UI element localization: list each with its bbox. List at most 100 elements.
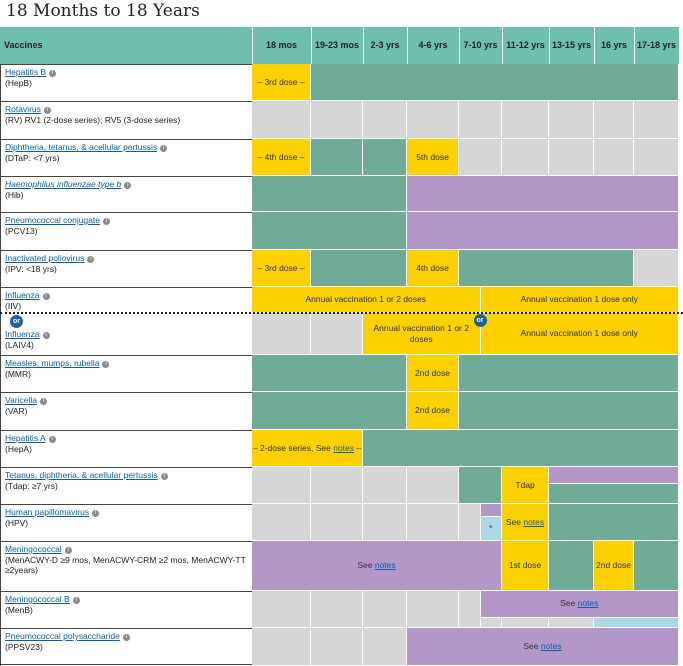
info-icon[interactable]: i [102, 361, 110, 368]
cell-label: See [505, 516, 521, 527]
row-divider [0, 139, 252, 140]
schedule-cell [549, 541, 594, 591]
notes-link[interactable]: notes [523, 516, 545, 527]
vaccine-abbreviation: (PPSV23) [5, 641, 43, 652]
vaccine-name-link[interactable]: Pneumococcal polysaccharide [5, 631, 120, 641]
cell-text: * [489, 523, 492, 534]
vaccine-name-link[interactable]: Rotavirus [5, 104, 41, 114]
cell-text: See notes [357, 560, 395, 571]
schedule-cell [634, 250, 679, 287]
influenza-separator [0, 312, 683, 314]
header-age-7: 16 yrs [600, 40, 628, 50]
vaccine-name-link[interactable]: Human papillomavirus [5, 507, 90, 517]
schedule-cell [363, 591, 407, 628]
cell-label: 2nd dose [596, 560, 631, 570]
or-badge: or [473, 314, 487, 327]
info-icon[interactable]: i [92, 510, 100, 517]
info-icon[interactable]: i [160, 473, 168, 480]
schedule-cell: Annual vaccination 1 or 2 doses [252, 287, 481, 313]
info-icon[interactable]: i [102, 218, 110, 225]
cell-label: – 3rd dose – [257, 262, 305, 273]
info-icon[interactable]: i [72, 597, 80, 604]
vaccine-abbreviation: (DTaP: <7 yrs) [5, 152, 60, 163]
cell-label: See [523, 641, 539, 651]
vaccine-abbreviation: (IIV) [5, 300, 22, 311]
schedule-cell: * [480, 516, 502, 541]
info-icon[interactable]: i [42, 293, 50, 300]
schedule-cell [407, 101, 459, 139]
vaccine-name-link[interactable]: Tetanus, diphtheria, & acellular pertuss… [5, 470, 158, 480]
vaccine-name-link[interactable]: Influenza [5, 290, 40, 300]
vaccine-name-link[interactable]: Meningococcal [5, 544, 62, 554]
notes-link[interactable]: notes [374, 560, 396, 570]
vaccine-name-link[interactable]: Haemophilus influenzae type b [5, 179, 122, 189]
info-icon[interactable]: i [49, 70, 57, 77]
vaccine-name-link[interactable]: Varicella [5, 395, 37, 405]
schedule-cell: 5th dose [407, 139, 459, 176]
schedule-cell [252, 591, 311, 628]
vaccine-name-link[interactable]: Hepatitis B [5, 67, 47, 77]
vaccine-name-link[interactable]: Measles, mumps, rubella [5, 358, 100, 368]
schedule-cell: Annual vaccination 1 dose only [480, 287, 679, 313]
vaccine-name-link[interactable]: Hepatitis A [5, 433, 46, 443]
schedule-cell: 2nd dose [407, 392, 459, 430]
vaccine-name-link[interactable]: Inactivated poliovirus [5, 253, 85, 263]
schedule-cell [459, 392, 679, 430]
header-divider [502, 27, 503, 64]
info-icon[interactable]: i [122, 634, 130, 641]
schedule-cell [311, 313, 363, 355]
cell-label: * [489, 522, 493, 533]
vaccine-abbreviation: (LAIV4) [5, 339, 34, 350]
schedule-cell [407, 212, 679, 250]
schedule-cell [594, 139, 634, 176]
vaccine-name-link[interactable]: Diphtheria, tetanus, & acellular pertuss… [5, 142, 158, 152]
notes-link[interactable]: notes [577, 598, 599, 609]
schedule-cell [549, 617, 594, 628]
notes-link[interactable]: notes [540, 641, 562, 651]
schedule-cell: – 3rd dose – [252, 250, 311, 287]
schedule-cell: 1st dose [502, 541, 549, 591]
cell-text: Annual vaccination 1 dose only [521, 294, 638, 305]
cell-label: 5th dose [416, 151, 449, 162]
vaccine-name-link[interactable]: Meningococcal B [5, 594, 70, 604]
notes-link[interactable]: notes [333, 442, 355, 453]
cell-text: – 3rd dose – [257, 263, 304, 274]
cell-text: See notes [560, 598, 598, 609]
cell-label: See [560, 598, 576, 609]
vaccine-name-link[interactable]: Influenza [5, 329, 40, 339]
info-icon[interactable]: i [39, 398, 47, 405]
schedule-cell [634, 139, 679, 176]
cell-text: 2nd dose [415, 368, 450, 379]
info-icon[interactable]: i [87, 256, 95, 263]
schedule-cell: See notes [480, 591, 679, 618]
schedule-cell [363, 467, 407, 504]
cell-label: Tdap [515, 479, 535, 490]
row-divider [0, 430, 252, 431]
header-divider [594, 27, 595, 64]
info-icon[interactable]: i [48, 436, 56, 443]
row-divider [0, 467, 252, 468]
info-icon[interactable]: i [64, 547, 72, 554]
schedule-cell [311, 591, 363, 628]
schedule-cell: Annual vaccination 1 or 2 doses [363, 313, 481, 355]
schedule-cell [407, 591, 459, 628]
header-age-6: 13-15 yrs [551, 40, 592, 50]
schedule-cell [594, 617, 679, 628]
info-icon[interactable]: i [43, 107, 51, 114]
header-age-8: 17-18 yrs [636, 40, 677, 50]
row-divider [0, 504, 252, 505]
info-icon[interactable]: i [124, 182, 132, 189]
cell-label: 1st dose [508, 560, 542, 570]
vaccine-name-link[interactable]: Pneumococcal conjugate [5, 215, 100, 225]
info-icon[interactable]: i [160, 145, 168, 152]
info-icon[interactable]: i [42, 332, 50, 339]
cell-text: Annual vaccination 1 or 2 doses [363, 323, 480, 345]
vaccine-abbreviation: (HepA) [5, 443, 32, 454]
row-divider [0, 541, 252, 542]
schedule-cell: Annual vaccination 1 dose only [480, 313, 679, 355]
